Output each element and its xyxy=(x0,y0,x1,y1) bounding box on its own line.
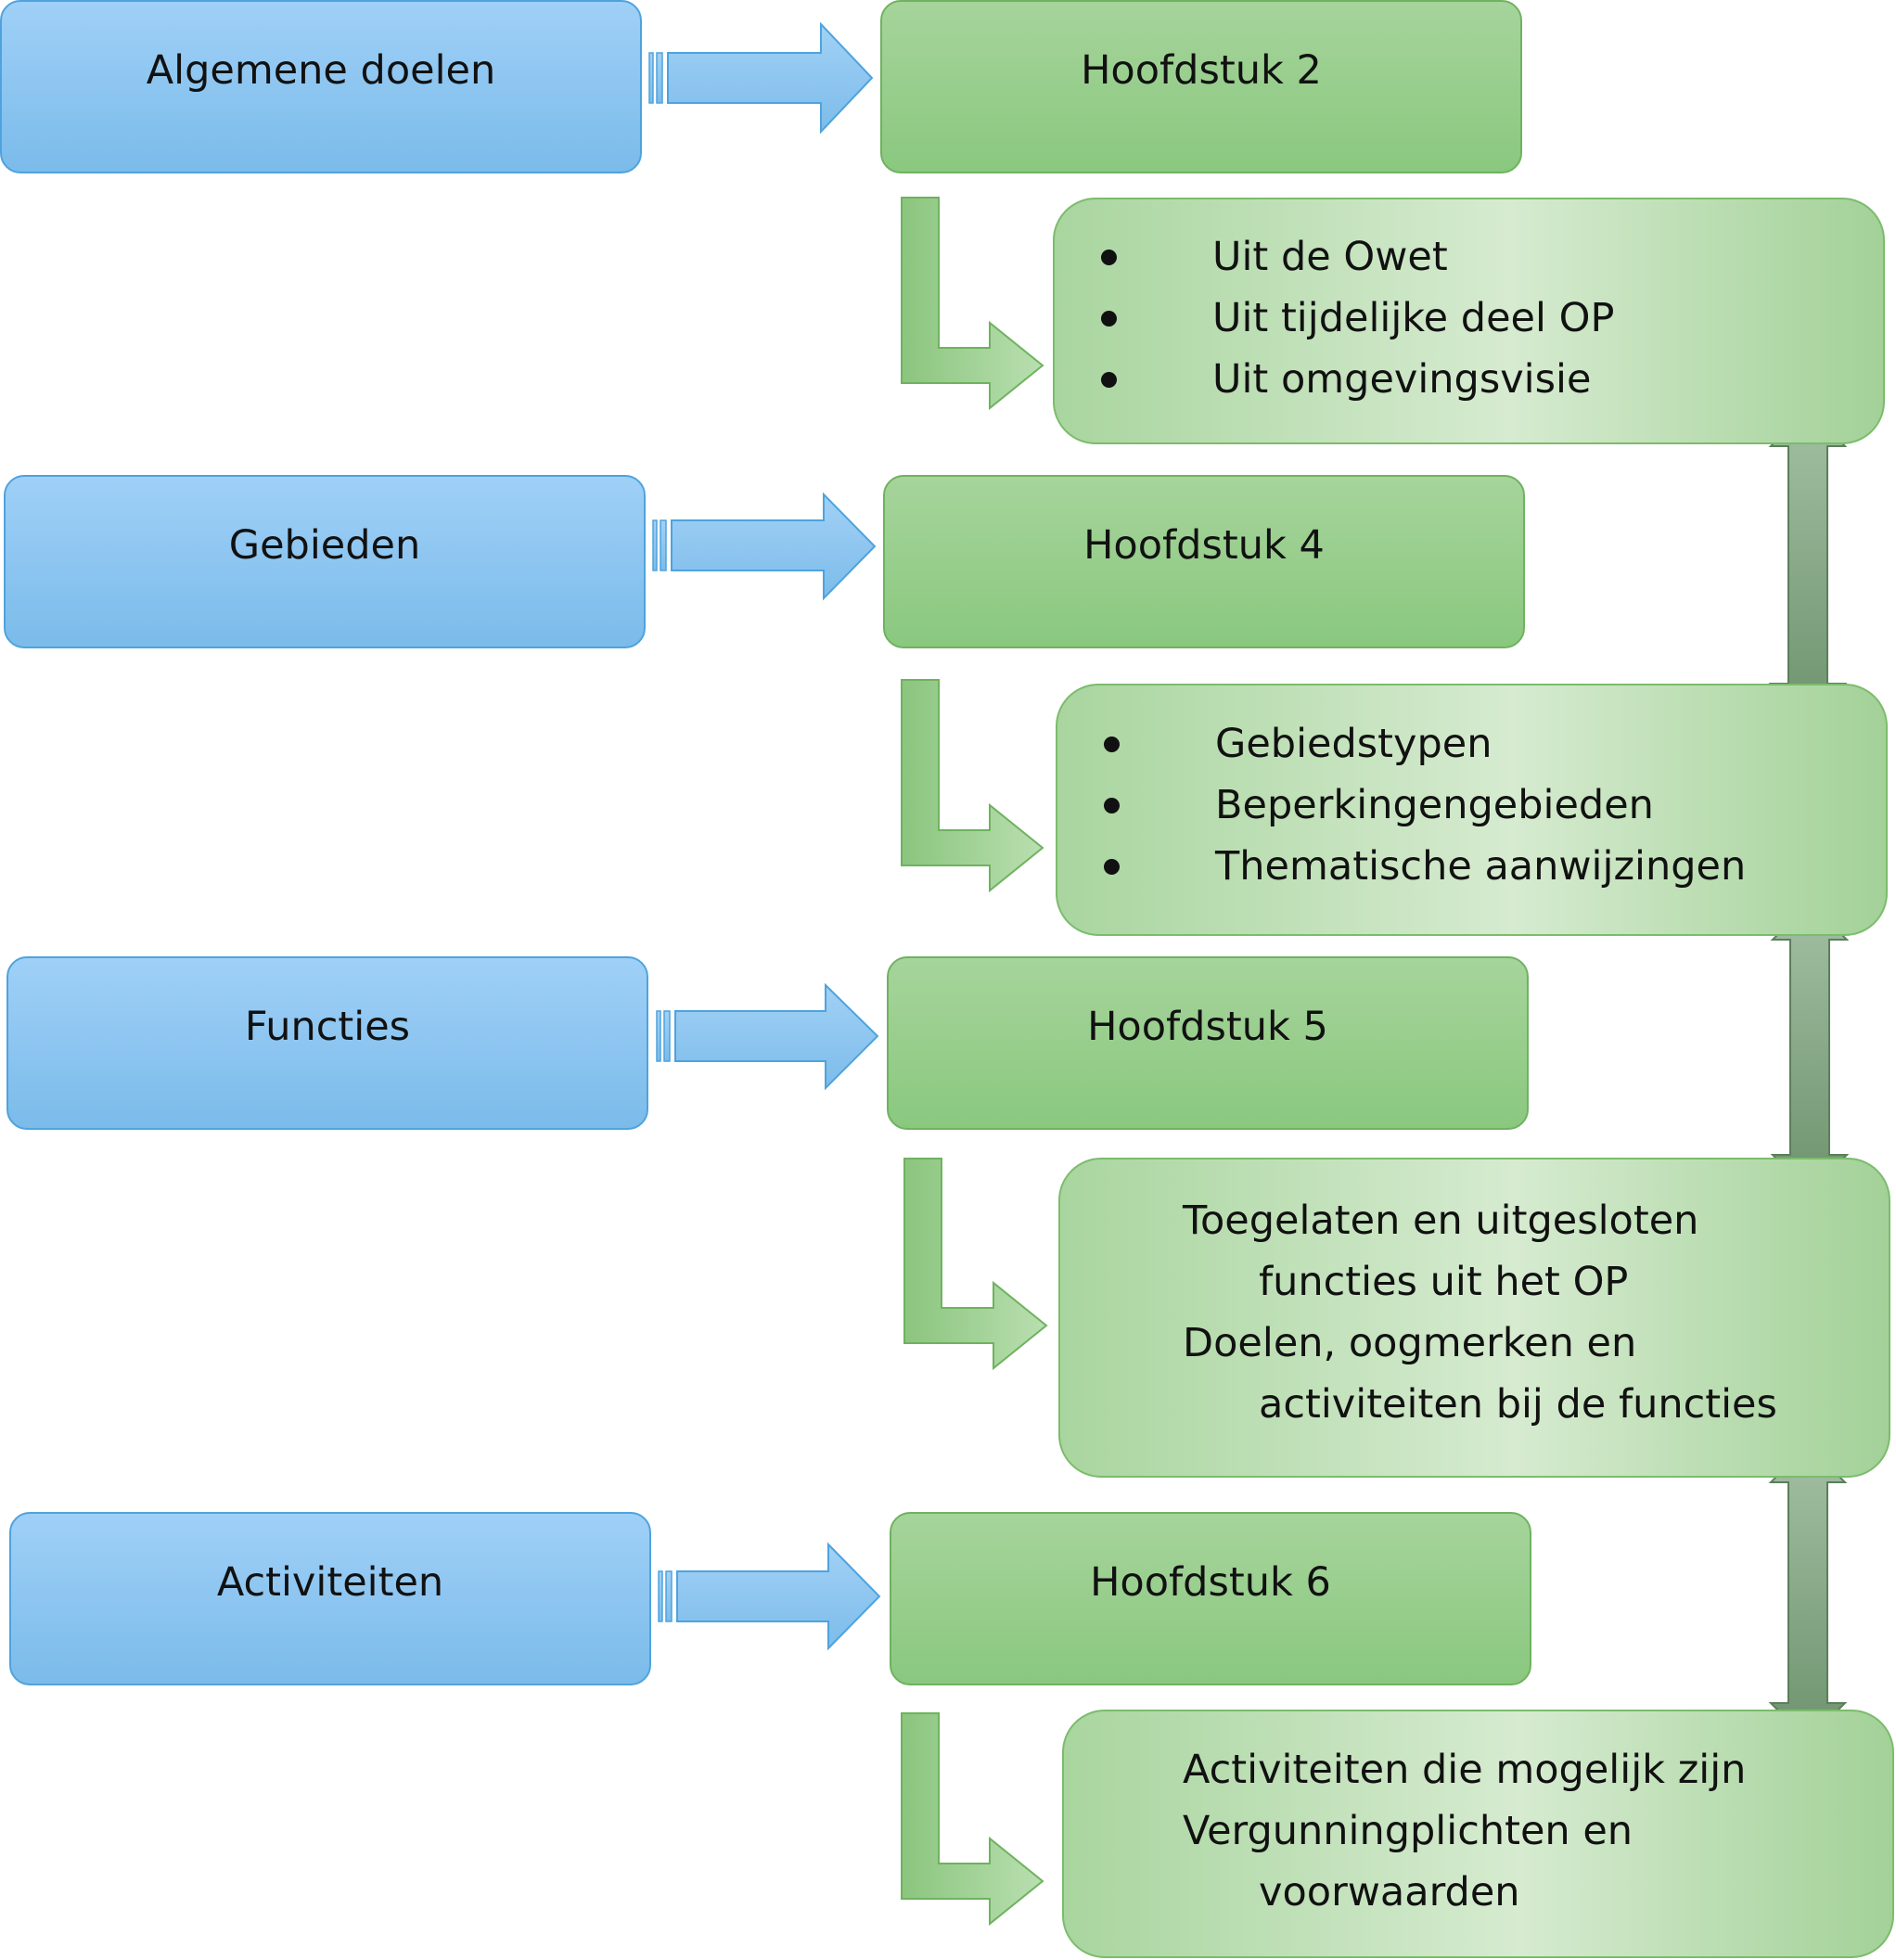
detail-box-2: Gebiedstypen Beperkingengebieden Themati… xyxy=(1056,684,1888,936)
list-item: Toegelaten en uitgesloten xyxy=(1183,1198,1699,1244)
bullet-icon xyxy=(1101,250,1117,265)
list-item: Vergunningplichten en xyxy=(1183,1808,1633,1854)
chapter-label: Hoofdstuk 4 xyxy=(1083,522,1325,569)
elbow-arrow-4 xyxy=(901,1712,1044,1927)
elbow-arrow-3 xyxy=(903,1158,1048,1371)
arrow-row-1 xyxy=(648,21,874,135)
chapter-box-hoofdstuk-2: Hoofdstuk 2 xyxy=(880,0,1522,173)
bullet-icon xyxy=(1101,372,1117,388)
chapter-box-hoofdstuk-4: Hoofdstuk 4 xyxy=(883,475,1525,648)
list-item: Doelen, oogmerken en xyxy=(1183,1320,1637,1366)
elbow-arrow-1 xyxy=(901,197,1044,411)
list-item: Beperkingengebieden xyxy=(1057,775,1746,836)
detail-list: Toegelaten en uitgesloten functies uit h… xyxy=(1183,1190,1777,1435)
list-item: Uit tijdelijke deel OP xyxy=(1055,288,1614,349)
source-box-activiteiten: Activiteiten xyxy=(9,1512,651,1685)
source-label: Algemene doelen xyxy=(146,47,496,94)
bullet-icon xyxy=(1104,737,1120,752)
bullet-icon xyxy=(1104,798,1120,813)
link-arrow-3 xyxy=(1768,1443,1848,1742)
source-label: Gebieden xyxy=(228,522,421,569)
detail-box-4: Activiteiten die mogelijk zijn Vergunnin… xyxy=(1062,1710,1894,1958)
list-item: Gebiedstypen xyxy=(1057,713,1746,775)
detail-list: Uit de Owet Uit tijdelijke deel OP Uit o… xyxy=(1055,226,1614,410)
chapter-label: Hoofdstuk 6 xyxy=(1090,1559,1331,1606)
source-box-algemene-doelen: Algemene doelen xyxy=(0,0,642,173)
bullet-icon xyxy=(1101,311,1117,327)
source-box-functies: Functies xyxy=(6,956,648,1130)
list-item: functies uit het OP xyxy=(1259,1259,1629,1305)
detail-list: Activiteiten die mogelijk zijn Vergunnin… xyxy=(1183,1739,1746,1923)
bullet-icon xyxy=(1104,859,1120,875)
list-item: Uit de Owet xyxy=(1055,226,1614,288)
source-label: Functies xyxy=(244,1004,411,1050)
source-label: Activiteiten xyxy=(216,1559,444,1606)
elbow-arrow-2 xyxy=(901,679,1044,893)
chapter-label: Hoofdstuk 5 xyxy=(1087,1004,1328,1050)
list-item: voorwaarden xyxy=(1259,1869,1520,1915)
chapter-box-hoofdstuk-6: Hoofdstuk 6 xyxy=(890,1512,1531,1685)
detail-box-1: Uit de Owet Uit tijdelijke deel OP Uit o… xyxy=(1053,198,1885,444)
link-arrow-2 xyxy=(1770,901,1850,1194)
list-item: Thematische aanwijzingen xyxy=(1057,836,1746,897)
detail-box-3: Toegelaten en uitgesloten functies uit h… xyxy=(1058,1158,1890,1478)
source-box-gebieden: Gebieden xyxy=(4,475,646,648)
detail-list: Gebiedstypen Beperkingengebieden Themati… xyxy=(1057,713,1746,897)
list-item: Activiteiten die mogelijk zijn xyxy=(1183,1747,1747,1793)
list-item: Uit omgevingsvisie xyxy=(1055,349,1614,410)
link-arrow-1 xyxy=(1768,407,1848,723)
arrow-row-3 xyxy=(656,982,879,1091)
arrow-row-4 xyxy=(658,1542,881,1651)
chapter-box-hoofdstuk-5: Hoofdstuk 5 xyxy=(887,956,1529,1130)
list-item: activiteiten bij de functies xyxy=(1259,1381,1777,1428)
chapter-label: Hoofdstuk 2 xyxy=(1081,47,1322,94)
arrow-row-2 xyxy=(652,492,877,601)
